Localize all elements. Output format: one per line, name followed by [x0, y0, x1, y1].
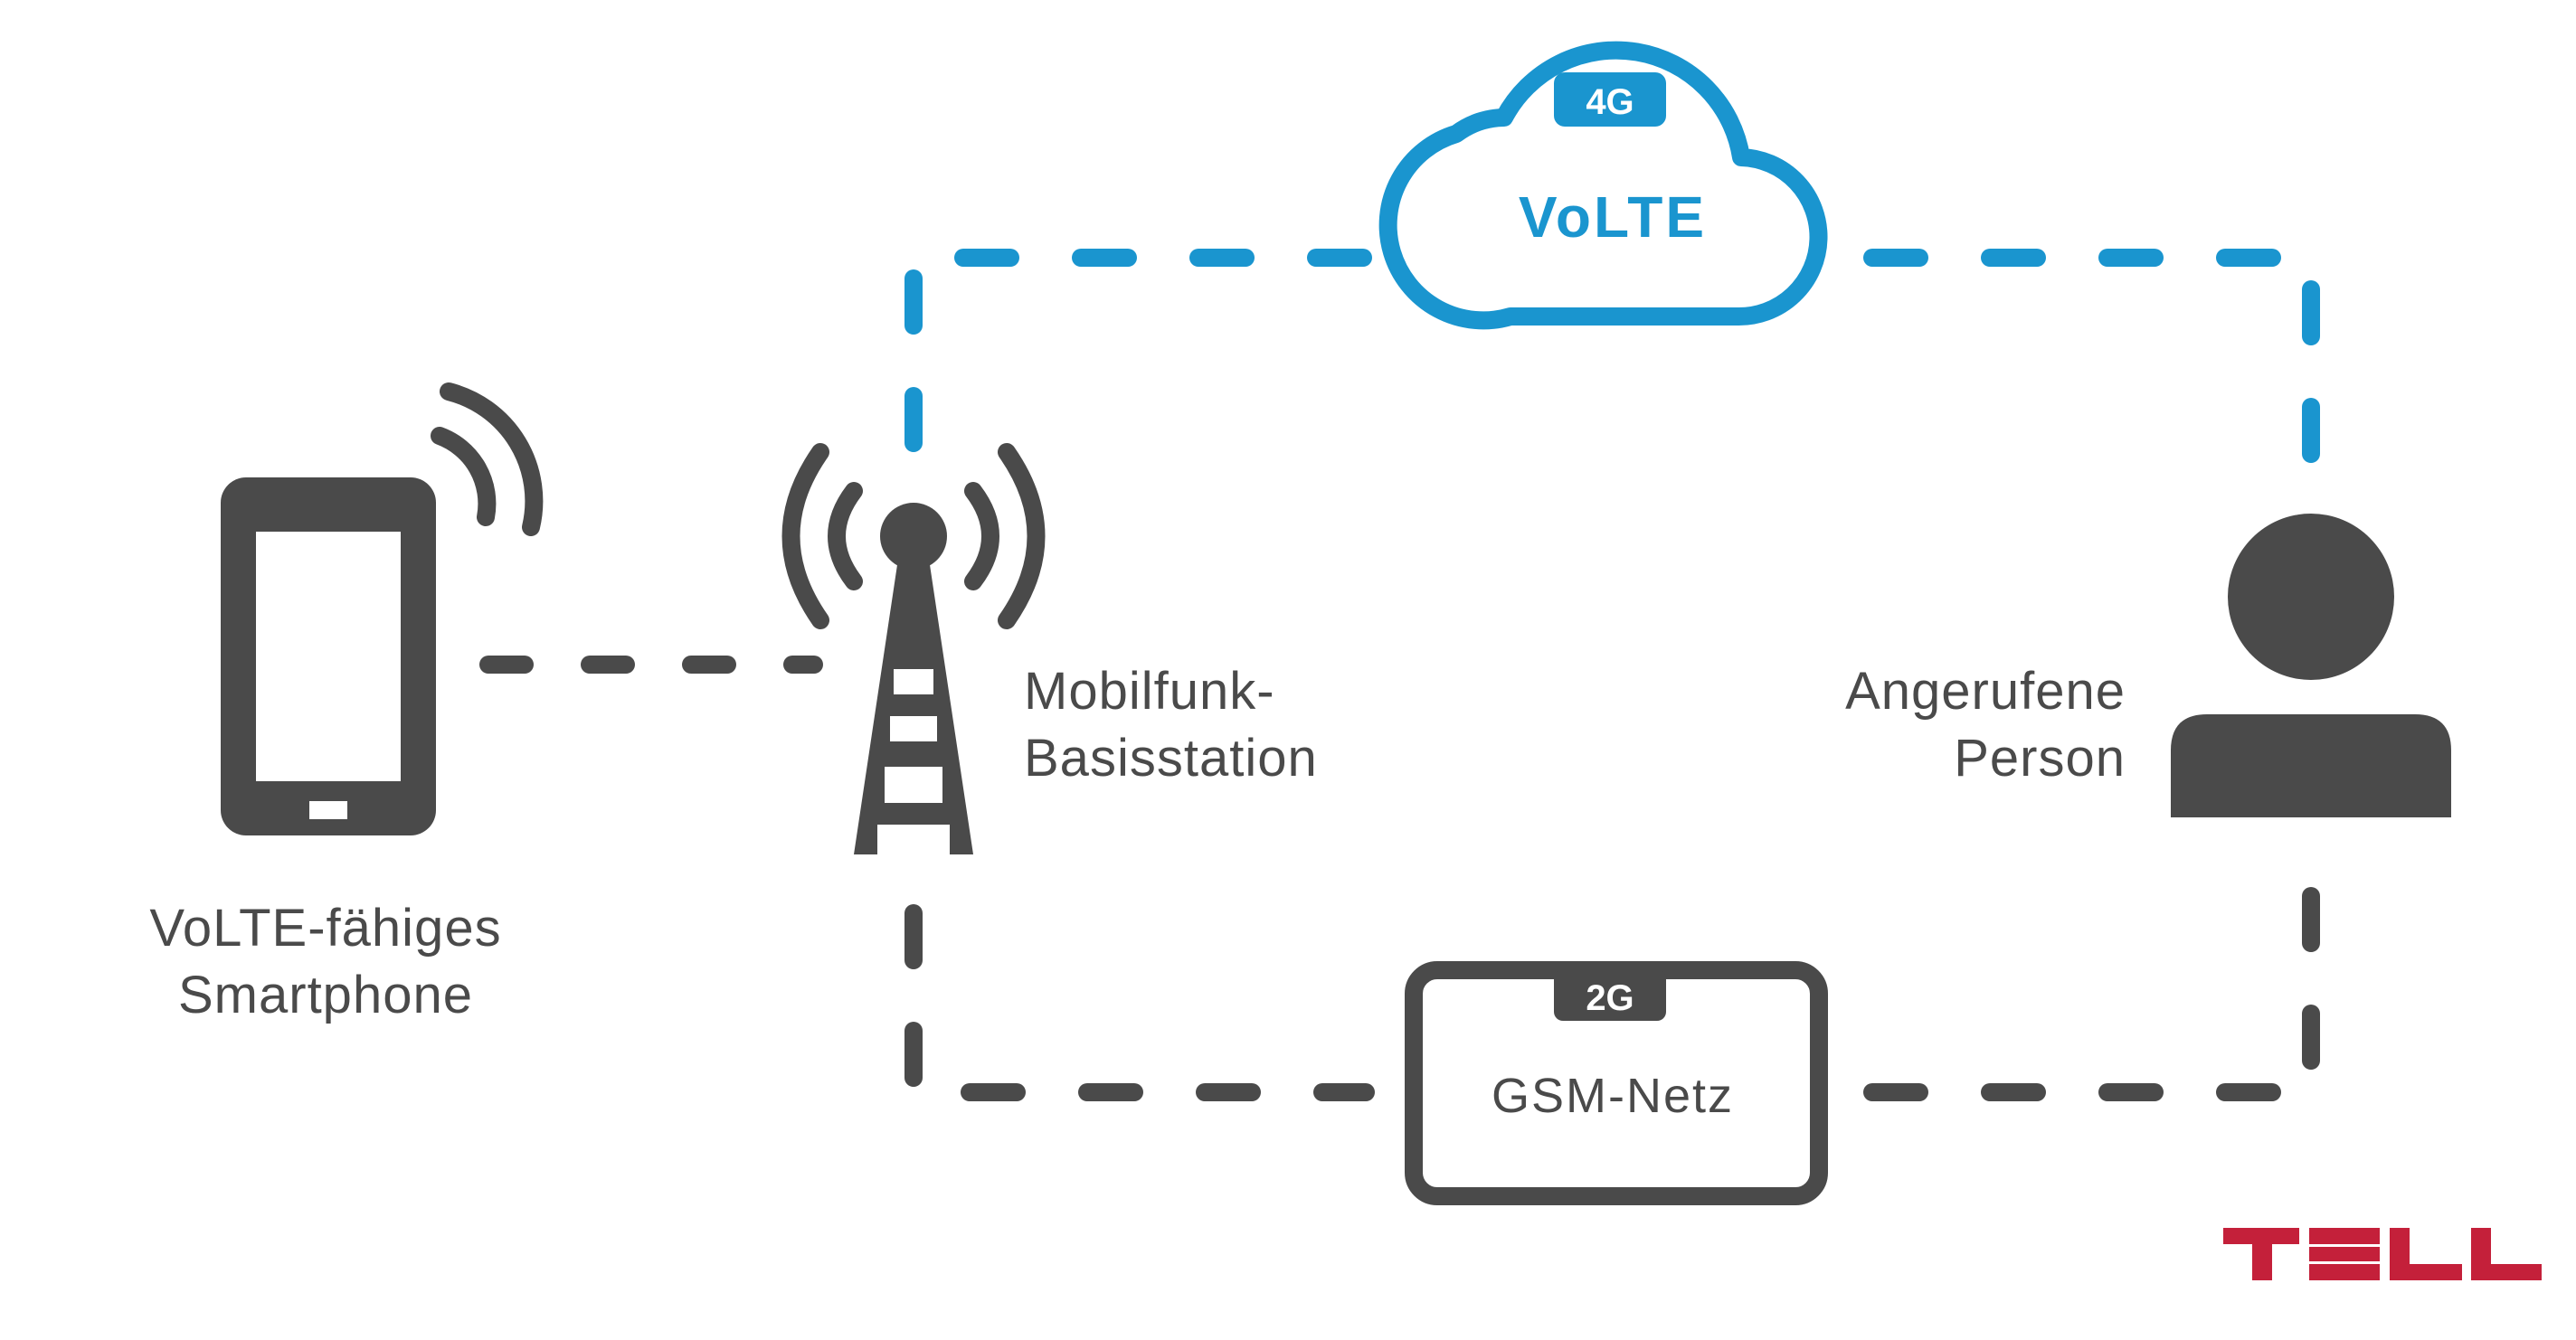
tower-label-line1: Mobilfunk- — [1024, 662, 1275, 721]
smartphone-label: VoLTE-fähiges Smartphone — [72, 895, 579, 1029]
badge-4g — [1554, 72, 1666, 127]
tower-label: Mobilfunk- Basisstation — [1024, 658, 1476, 792]
smartphone-label-line1: VoLTE-fähiges — [149, 899, 502, 958]
smartphone-icon — [221, 382, 544, 835]
gsm-box-label: GSM-Netz — [1492, 1069, 1734, 1123]
person-label-line1: Angerufene — [1845, 662, 2126, 721]
person-icon — [2171, 514, 2451, 817]
connection-volte-path — [904, 249, 2320, 466]
tell-logo — [2223, 1228, 2542, 1280]
smartphone-label-line2: Smartphone — [178, 966, 473, 1024]
badge-2g — [1554, 970, 1666, 1021]
tower-label-line2: Basisstation — [1024, 729, 1318, 788]
volte-cloud-label: VoLTE — [1519, 184, 1707, 250]
gsm-network-box — [1405, 961, 1828, 1205]
badge-2g-text: 2G — [1586, 978, 1634, 1018]
cloud-icon — [1378, 41, 1828, 330]
person-label: Angerufene Person — [1619, 658, 2126, 792]
badge-4g-text: 4G — [1586, 82, 1634, 122]
person-label-line2: Person — [1954, 729, 2126, 788]
cell-tower-icon — [781, 443, 1046, 854]
connection-gsm-path — [904, 863, 2320, 1101]
